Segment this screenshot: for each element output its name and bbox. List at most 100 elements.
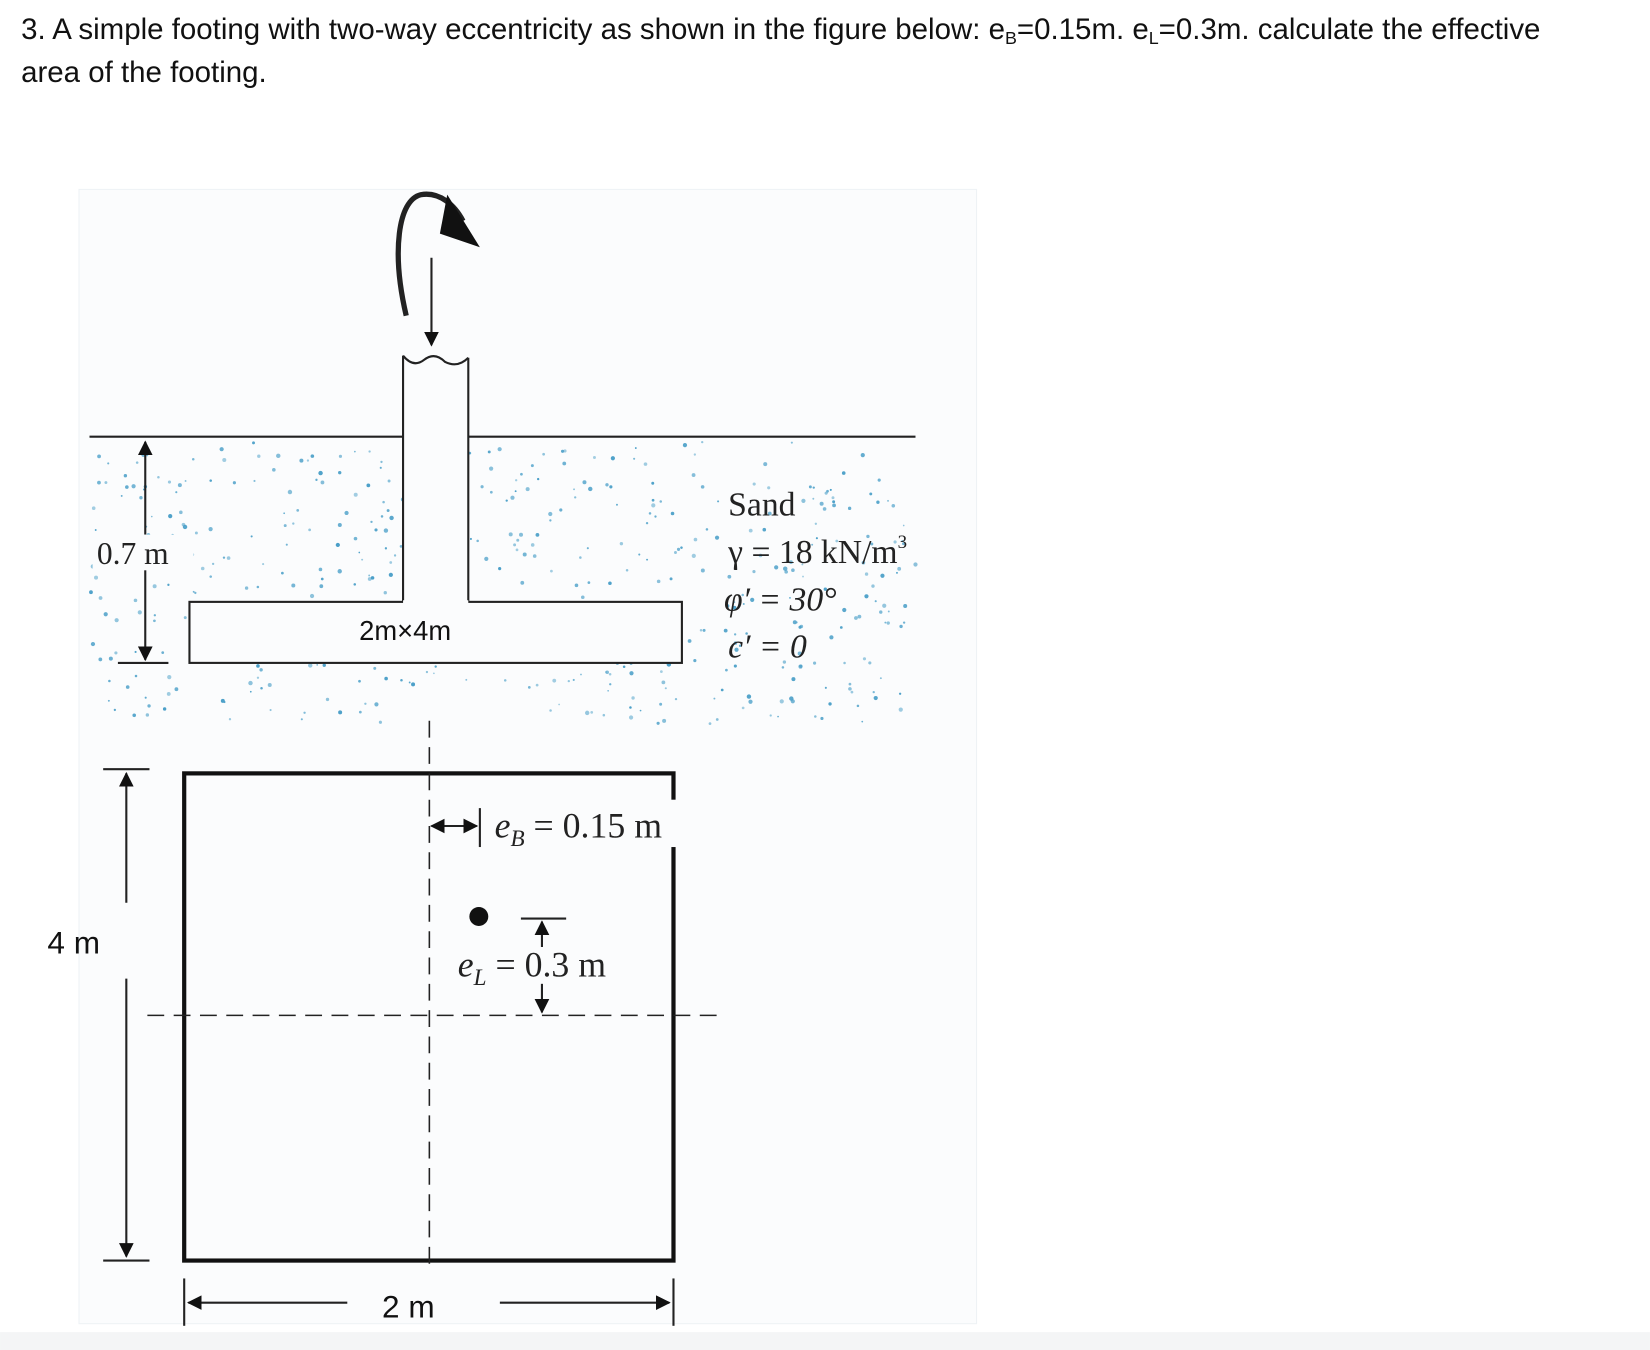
sand-dot: [769, 714, 772, 717]
page-bottom-strip: [0, 1332, 1650, 1350]
sand-dot: [120, 494, 123, 497]
sand-dot: [738, 644, 742, 648]
sand-dot: [700, 568, 705, 573]
sand-dot: [814, 522, 818, 525]
sand-dot: [748, 699, 753, 704]
sand-dot: [741, 706, 745, 710]
sand-dot: [792, 620, 797, 625]
sand-dot: [661, 680, 666, 685]
sand-dot: [344, 510, 349, 516]
sand-dot: [824, 686, 827, 689]
sand-dot: [338, 454, 343, 458]
sand-dot: [113, 708, 117, 712]
soil-properties: Sand γ = 18 kN/m3 φ′ = 30° c′ = 0: [724, 487, 907, 666]
sand-dot: [497, 447, 502, 452]
sand-dot: [723, 628, 728, 633]
sand-dot: [861, 560, 866, 565]
sand-dot: [232, 481, 236, 485]
sand-dot: [693, 659, 697, 663]
sand-dot: [582, 480, 587, 485]
sand-dot: [746, 694, 752, 699]
sand-dot: [153, 614, 156, 617]
sand-dot: [659, 702, 663, 706]
sand-dot: [887, 610, 890, 613]
sand-dot: [901, 540, 904, 542]
sand-dot: [767, 511, 772, 516]
sand-dot: [338, 470, 342, 475]
sand-dot: [567, 679, 570, 683]
sand-dot: [886, 621, 890, 625]
sand-dot: [791, 568, 795, 572]
moment-arrowhead-icon: [439, 194, 480, 248]
sand-dot: [887, 499, 889, 502]
sand-dot: [166, 692, 171, 696]
sand-dot: [639, 709, 642, 712]
sand-dot: [896, 571, 898, 574]
sand-dot: [257, 454, 261, 458]
sand-dot: [469, 537, 472, 540]
sand-dot: [505, 499, 508, 502]
sand-dot: [370, 520, 373, 524]
sand-dot: [260, 686, 263, 690]
sand-dot: [222, 458, 227, 463]
sand-dot: [629, 706, 632, 709]
sand-dot: [434, 665, 437, 668]
sand-dot: [864, 572, 869, 576]
sand-dot: [303, 711, 306, 714]
sand-dot: [389, 561, 393, 564]
sand-dot: [433, 672, 435, 675]
sand-dot: [219, 447, 224, 452]
sand-dot: [103, 612, 108, 617]
sand-dot: [725, 668, 728, 672]
sand-dot: [813, 661, 817, 665]
sand-dot: [134, 674, 138, 678]
sand-dot: [891, 504, 896, 508]
sand-dot: [527, 686, 531, 689]
sand-dot: [309, 593, 315, 599]
sand-dot: [535, 683, 539, 687]
sand-dot: [244, 586, 249, 590]
sand-dot: [337, 523, 342, 528]
sand-dot: [897, 566, 902, 571]
sand-dot: [548, 511, 553, 517]
sand-dot: [854, 616, 858, 620]
sand-dot: [535, 532, 540, 537]
sand-dot: [638, 553, 641, 556]
sand-dot: [153, 619, 156, 623]
sand-dot: [717, 500, 720, 503]
sand-dot: [700, 485, 705, 489]
sand-dot: [519, 532, 524, 537]
sand-dot: [384, 547, 388, 550]
sand-dot: [306, 459, 310, 462]
width-label: 2 m: [382, 1288, 435, 1324]
sand-dot: [562, 461, 567, 466]
sand-dot: [299, 458, 304, 463]
sand-dot: [338, 710, 343, 715]
sand-dot: [487, 450, 491, 454]
sand-dot: [750, 597, 755, 602]
sand-dot: [607, 689, 609, 692]
sand-dot: [857, 614, 862, 619]
sand-dot: [605, 483, 609, 487]
sand-dot: [167, 583, 170, 586]
sand-dot: [643, 462, 648, 466]
sand-dot: [850, 690, 854, 694]
sand-dot: [902, 542, 905, 546]
sand-dot: [399, 545, 403, 548]
sand-dot: [898, 692, 902, 695]
sand-dot: [386, 509, 390, 513]
sand-dot: [884, 621, 887, 624]
sand-dot: [843, 661, 846, 665]
sand-dot: [560, 449, 565, 453]
sand-dot: [250, 535, 253, 538]
sand-dot: [558, 703, 560, 706]
sand-dot: [752, 482, 756, 486]
sand-dot: [552, 678, 557, 683]
sand-dot: [745, 632, 748, 635]
sand-dot: [272, 468, 276, 472]
sand-dot: [125, 485, 129, 489]
sand-dot: [702, 628, 706, 632]
sand-dot: [374, 702, 379, 707]
sand-dot: [608, 581, 612, 586]
sand-dot: [811, 543, 814, 546]
